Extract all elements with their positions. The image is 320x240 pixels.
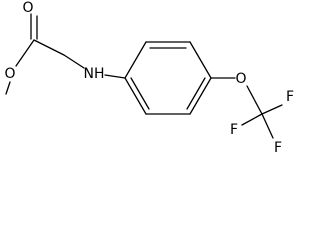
ring-bond-top-right (189, 41, 212, 79)
ring-inner-double-right (186, 77, 206, 110)
carbonyl-to-ester-oxygen-bond (15, 39, 35, 67)
atom-labels: O O NH O F F F (4, 0, 294, 155)
carbonyl-oxygen-label: O (22, 0, 33, 16)
methylene-to-amine-bond (63, 54, 85, 69)
bonds (5, 13, 283, 139)
amine-label: NH (84, 66, 105, 82)
fluorine-bottom-label: F (274, 140, 282, 155)
fluorine-top-label: F (286, 89, 294, 105)
fluorine-left-label: F (230, 122, 238, 138)
cf3-to-left-fluorine-bond (241, 113, 263, 126)
ring-inner-double-left (130, 77, 150, 110)
amine-to-ring-bond (104, 74, 126, 79)
methyl-bond (5, 81, 11, 95)
carbonyl-to-methylene-bond (33, 39, 65, 56)
ether-oxygen-to-cf3-bond (246, 85, 263, 115)
ring-bond-left-top (124, 41, 147, 79)
cf3-to-top-fluorine-bond (261, 104, 283, 115)
ester-oxygen-label: O (4, 66, 15, 82)
structure-diagram: O O NH O F F F (4, 0, 294, 155)
ether-oxygen-label: O (235, 71, 246, 87)
ring-bond-bottom-left (124, 77, 147, 115)
cf3-to-bottom-fluorine-bond (261, 113, 274, 139)
ring-bond-bottom-right (189, 77, 212, 115)
